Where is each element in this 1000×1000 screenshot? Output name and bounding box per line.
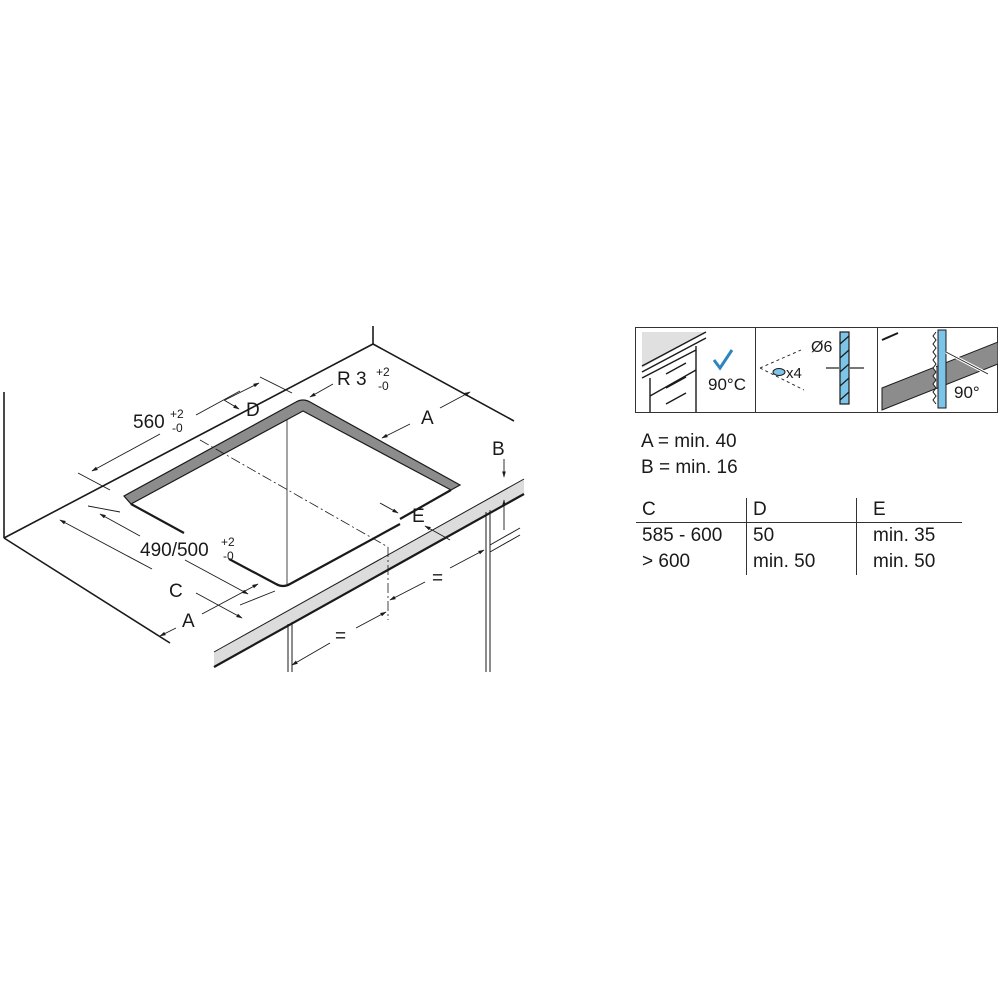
heat-resistant-icon: 90°C [636, 328, 757, 412]
dimension-labels: 560 +2 -0 D R 3 +2 -0 A 490/500 +2 -0 C … [133, 365, 505, 647]
table-header: C D E [636, 498, 962, 523]
equal-right-label: = [432, 568, 443, 589]
clearance-table: C D E 585 - 600 50 min. 35 > 600 min. 50… [636, 498, 962, 575]
instruction-icons: 90°C x4 Ø6 9 [635, 327, 998, 413]
svg-text:-0: -0 [378, 379, 389, 393]
header-e: E [856, 498, 962, 522]
dim-a-back-label: A [421, 408, 434, 429]
svg-text:90°: 90° [954, 383, 980, 402]
spec-a: A = min. 40 [641, 431, 737, 452]
depth-label: 490/500 [140, 540, 209, 561]
table-row: 585 - 600 50 min. 35 [636, 523, 962, 549]
spec-b: B = min. 16 [641, 457, 738, 478]
equal-left-label: = [335, 626, 346, 647]
header-d: D [746, 498, 856, 522]
svg-text:-0: -0 [172, 421, 183, 435]
radius-label: R 3 [337, 369, 367, 390]
saw-cut-icon: 90° [878, 328, 998, 412]
drill-icon: x4 Ø6 [756, 328, 878, 412]
dim-b-label: B [492, 439, 505, 460]
worktop-outline [3, 326, 515, 644]
svg-text:+2: +2 [221, 535, 235, 549]
dim-a-front-label: A [182, 611, 195, 632]
table-row: > 600 min. 50 min. 50 [636, 549, 962, 575]
svg-text:x4: x4 [786, 365, 802, 382]
svg-text:+2: +2 [376, 365, 390, 379]
svg-text:Ø6: Ø6 [811, 339, 832, 356]
dim-e-label: E [412, 506, 425, 527]
svg-text:+2: +2 [170, 407, 184, 421]
dimension-lines [59, 376, 506, 666]
svg-text:-0: -0 [223, 549, 234, 563]
width-label: 560 [133, 412, 165, 433]
svg-text:90°C: 90°C [708, 375, 746, 394]
worktop-front-edge [213, 478, 525, 668]
cutout [123, 399, 462, 620]
dim-d-label: D [246, 400, 260, 421]
header-c: C [642, 499, 656, 520]
dim-c-label: C [169, 581, 183, 602]
